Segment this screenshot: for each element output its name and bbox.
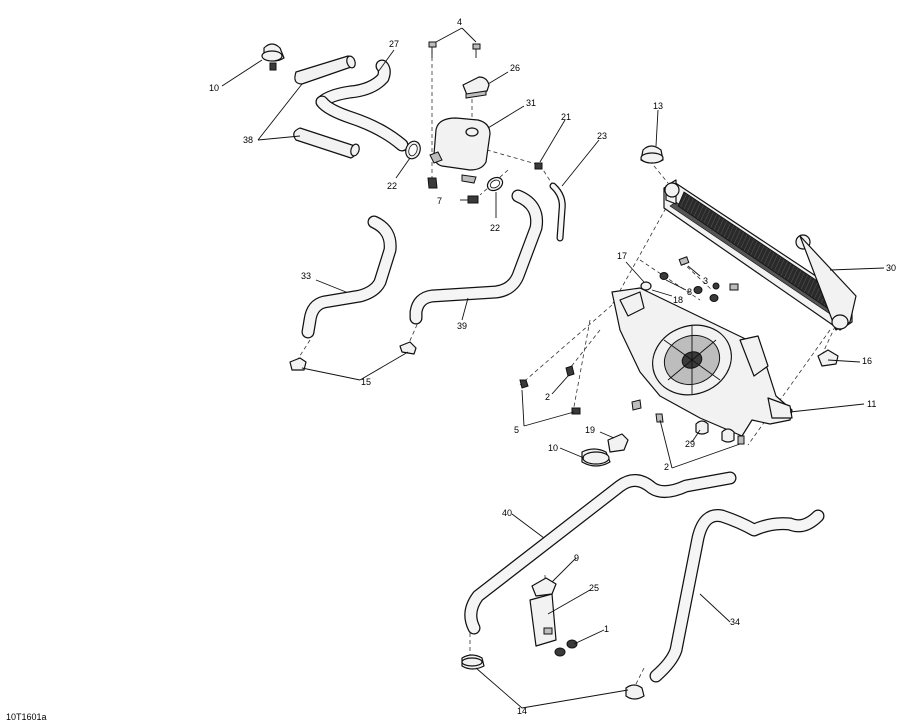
callout-8: 8: [687, 287, 693, 297]
vent-hose-23: [549, 182, 566, 242]
hose-40: [464, 471, 737, 635]
hose-33: [301, 215, 397, 339]
callout-13: 13: [653, 101, 664, 111]
callout-40: 40: [502, 508, 513, 518]
callout-30: 30: [886, 263, 897, 273]
clamps-14: [461, 654, 645, 700]
clamps-15: [289, 341, 417, 371]
callout-11: 11: [867, 399, 877, 409]
diagram-reference-code: 10T1601a: [6, 712, 47, 722]
callout-10-middle: 10: [548, 443, 559, 453]
callout-2-lower: 2: [664, 462, 670, 472]
callout-39: 39: [457, 321, 468, 331]
callout-15: 15: [361, 377, 372, 387]
coolant-reservoir-31: [429, 117, 491, 184]
bolts-4: [428, 41, 481, 58]
callout-29: 29: [685, 439, 696, 449]
callout-17: 17: [617, 251, 628, 261]
callout-10-top: 10: [209, 83, 220, 93]
callout-5: 5: [514, 425, 520, 435]
vent-plug-21: [534, 162, 543, 170]
callout-33: 33: [301, 271, 312, 281]
callout-leader-lines: [221, 27, 885, 709]
clamp-22-right: [486, 176, 504, 192]
bolt-1: [554, 639, 578, 657]
callout-3: 3: [703, 276, 709, 286]
bracket-19: [607, 433, 629, 453]
callout-34: 34: [730, 617, 741, 627]
hardware-small-parts: [519, 256, 745, 445]
clamp-9: [531, 577, 557, 597]
protective-sleeves-38: [293, 55, 360, 159]
radiator-30: [663, 179, 857, 367]
callout-7: 7: [437, 196, 443, 206]
callout-22-right: 22: [490, 223, 501, 233]
callout-31: 31: [526, 98, 537, 108]
callout-4: 4: [457, 17, 463, 27]
callout-18: 18: [673, 295, 684, 305]
hose-clamp-10-middle: [581, 448, 611, 467]
callout-14: 14: [517, 706, 528, 716]
fitting-7: [427, 177, 479, 204]
callout-26: 26: [510, 63, 521, 73]
bracket-25: [529, 593, 557, 647]
hose-39: [409, 189, 544, 325]
callout-25: 25: [589, 583, 600, 593]
hose-27: [315, 59, 409, 152]
assembly-dashed-lines: [295, 50, 839, 689]
callout-1: 1: [604, 624, 610, 634]
hose-34: [649, 509, 825, 683]
reservoir-cap-26: [462, 76, 490, 99]
callout-38: 38: [243, 135, 254, 145]
callout-21: 21: [561, 112, 572, 122]
callout-16: 16: [862, 356, 873, 366]
callout-9: 9: [574, 553, 580, 563]
callout-23: 23: [597, 131, 608, 141]
callout-27: 27: [389, 39, 400, 49]
clamp-22-left: [405, 140, 421, 160]
callout-22-left: 22: [387, 181, 398, 191]
clamp-13: [640, 145, 664, 164]
callout-19: 19: [585, 425, 596, 435]
hose-clamp-10-top: [261, 43, 285, 71]
callout-2-upper: 2: [545, 392, 551, 402]
fan-shroud-11: [611, 287, 793, 437]
